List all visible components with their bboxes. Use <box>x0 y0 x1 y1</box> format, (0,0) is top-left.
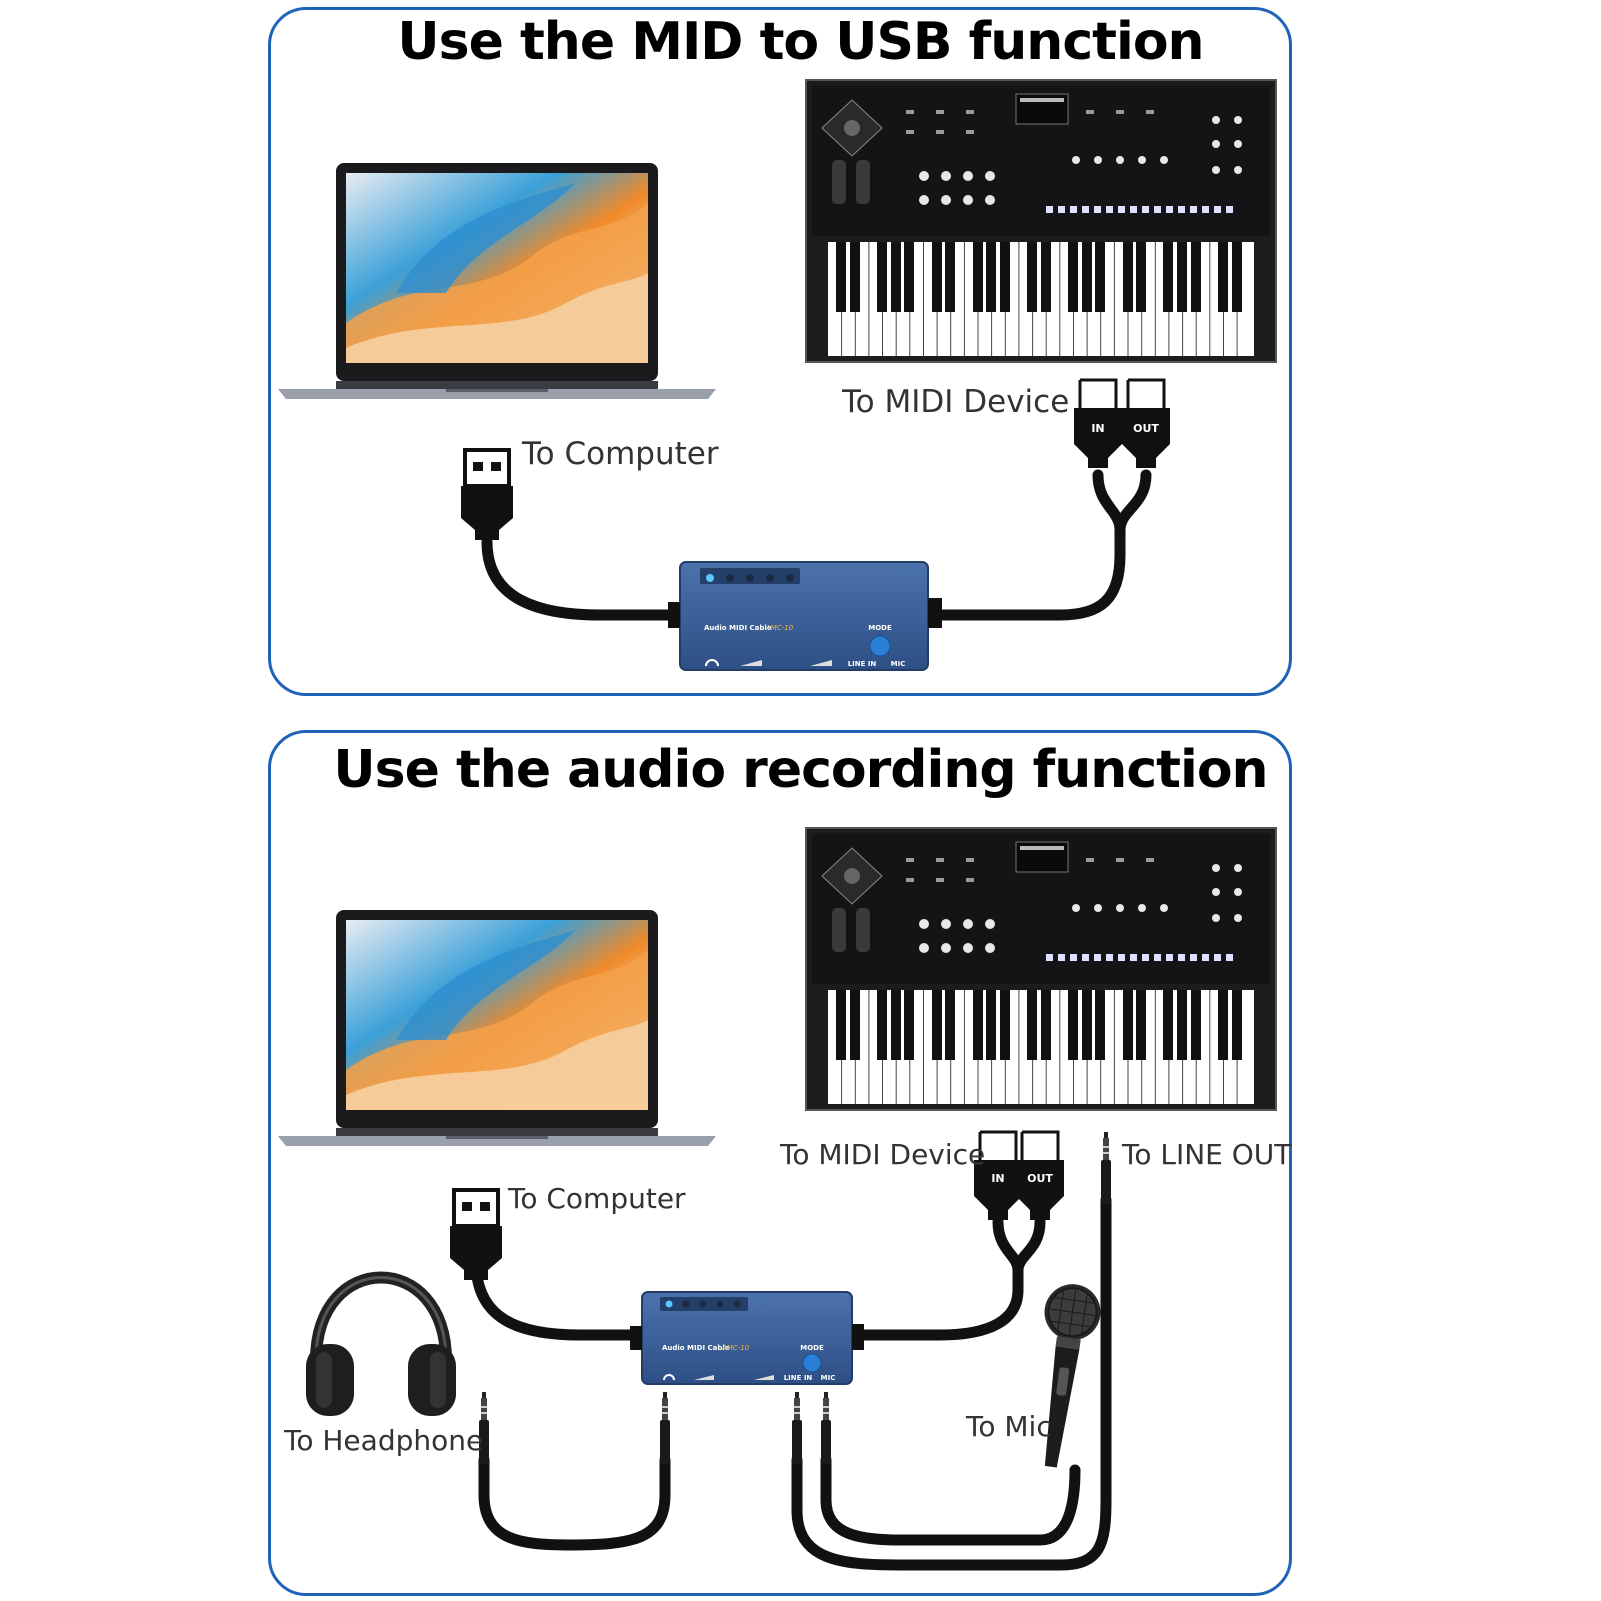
midi-in-label: IN <box>1091 422 1104 435</box>
label-to-mic: To Mic <box>966 1410 1052 1443</box>
panel-title-audio-recording: Use the audio recording function <box>333 740 1268 800</box>
label-to-computer: To Computer <box>522 436 719 472</box>
product-label: Audio MIDI Cable <box>704 624 772 632</box>
label-to-headphone: To Headphone <box>284 1424 484 1457</box>
panel-title-midi-to-usb: Use the MID to USB function <box>397 12 1204 72</box>
microphone-icon <box>1044 1284 1101 1468</box>
jack-plug-icon <box>660 1392 670 1464</box>
jack-plug-icon <box>821 1392 831 1464</box>
mode-button <box>802 1353 822 1373</box>
interface-box: Audio MIDI Cable AMC-10 MODE LINE IN MIC <box>630 1291 864 1385</box>
jack-plug-icon <box>1101 1132 1111 1204</box>
midi-out-label: OUT <box>1133 422 1159 435</box>
model-label: AMC-10 <box>765 624 794 632</box>
model-label: AMC-10 <box>721 1344 750 1352</box>
laptop-image <box>278 163 716 399</box>
mode-label: MODE <box>800 1344 824 1352</box>
keyboard-synth-image <box>805 827 1277 1111</box>
cables <box>470 1194 1112 1571</box>
label-to-line-out: To LINE OUT <box>1122 1138 1292 1171</box>
usb-plug-icon <box>459 448 515 542</box>
line-in-label: LINE IN <box>784 1374 813 1382</box>
product-label: Audio MIDI Cable <box>662 1344 730 1352</box>
headphones-icon <box>306 1271 456 1416</box>
mode-button <box>869 635 891 657</box>
mic-label: MIC <box>891 660 906 668</box>
line-in-label: LINE IN <box>848 660 877 668</box>
keyboard-synth-image <box>805 79 1277 363</box>
mode-label: MODE <box>868 624 892 632</box>
label-to-midi-device: To MIDI Device <box>780 1138 986 1171</box>
midi-out-label: OUT <box>1027 1172 1053 1185</box>
label-to-computer: To Computer <box>508 1182 686 1215</box>
label-to-midi-device: To MIDI Device <box>842 384 1070 420</box>
usb-plug-icon <box>448 1188 504 1282</box>
mic-label: MIC <box>821 1374 836 1382</box>
cables <box>481 469 1152 621</box>
midi-in-label: IN <box>991 1172 1004 1185</box>
jack-plug-icon <box>792 1392 802 1464</box>
interface-box: Audio MIDI Cable AMC-10 MODE LINE IN MIC <box>668 561 942 671</box>
laptop-image <box>278 910 716 1146</box>
